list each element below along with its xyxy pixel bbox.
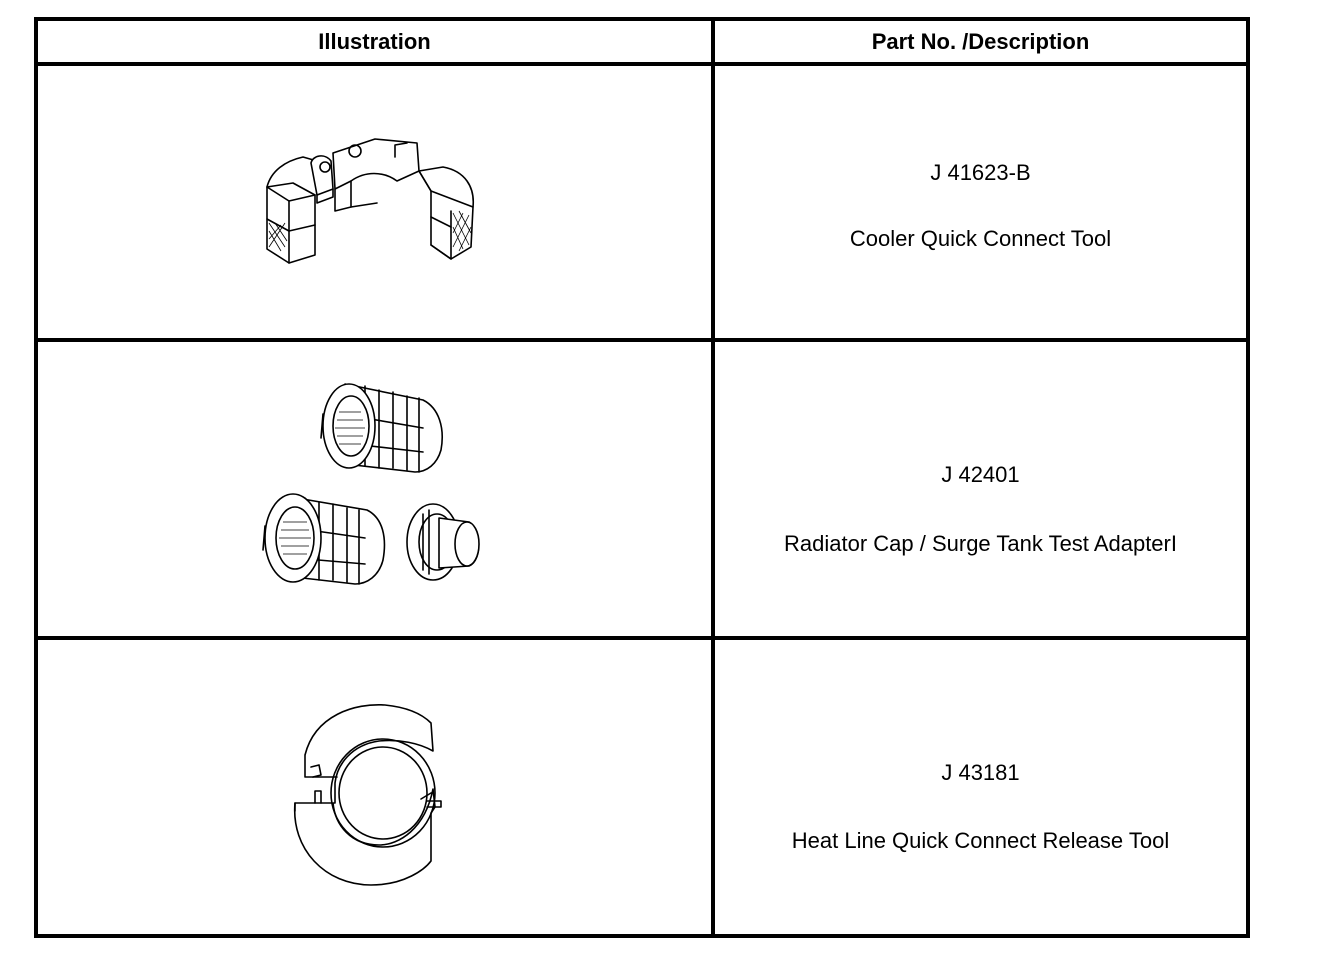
row-divider: [38, 338, 1246, 342]
special-tools-table: Illustration Part No. /Description: [34, 17, 1250, 938]
radiator-cap-adapter-icon: [261, 383, 480, 585]
description-cell: J 41623-B Cooler Quick Connect Tool: [715, 66, 1246, 338]
illustration-cell: [38, 640, 711, 938]
part-description: Cooler Quick Connect Tool: [849, 226, 1112, 251]
description-cell: J 42401 Radiator Cap / Surge Tank Test A…: [715, 342, 1246, 636]
part-number: J 43181: [941, 760, 1020, 785]
part-number: J 42401: [941, 462, 1020, 487]
illustration-cell: [38, 66, 711, 338]
column-divider: [711, 21, 715, 934]
part-description: Heat Line Quick Connect Release Tool: [791, 828, 1170, 853]
table-row: J 42401 Radiator Cap / Surge Tank Test A…: [38, 342, 1246, 636]
part-description: Radiator Cap / Surge Tank Test AdapterI: [784, 531, 1177, 556]
header-part-description: Part No. /Description: [871, 28, 1090, 54]
header-illustration: Illustration: [318, 28, 431, 54]
illustration-cell: [38, 342, 711, 636]
table-row: J 43181 Heat Line Quick Connect Release …: [38, 640, 1246, 938]
header-divider: [38, 62, 1246, 66]
part-number: J 41623-B: [930, 160, 1031, 185]
table-row: J 41623-B Cooler Quick Connect Tool: [38, 66, 1246, 338]
description-cell: J 43181 Heat Line Quick Connect Release …: [715, 640, 1246, 938]
cooler-quick-connect-tool-icon: [265, 138, 474, 264]
heat-line-release-tool-icon: [293, 704, 442, 886]
row-divider: [38, 636, 1246, 640]
